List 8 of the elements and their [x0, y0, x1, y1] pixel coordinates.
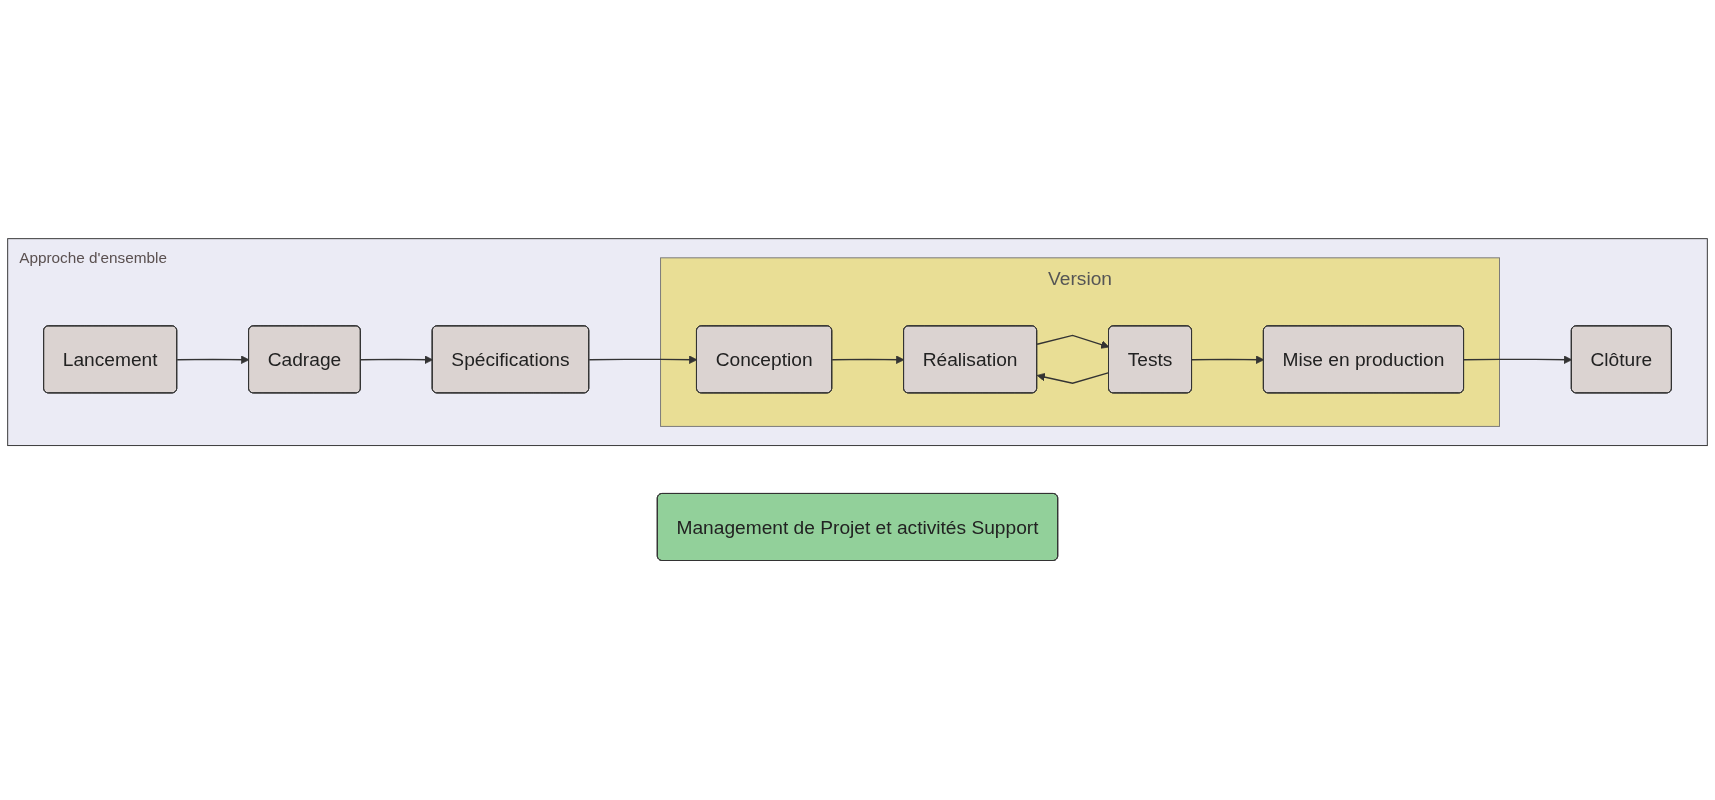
arrow	[1463, 355, 1573, 365]
arrow	[1191, 355, 1265, 365]
arrow	[1036, 335, 1110, 350]
arrow	[588, 355, 698, 365]
arrow	[1036, 372, 1110, 385]
arrow	[831, 355, 905, 365]
arrow	[360, 355, 434, 365]
arrow	[176, 355, 250, 365]
